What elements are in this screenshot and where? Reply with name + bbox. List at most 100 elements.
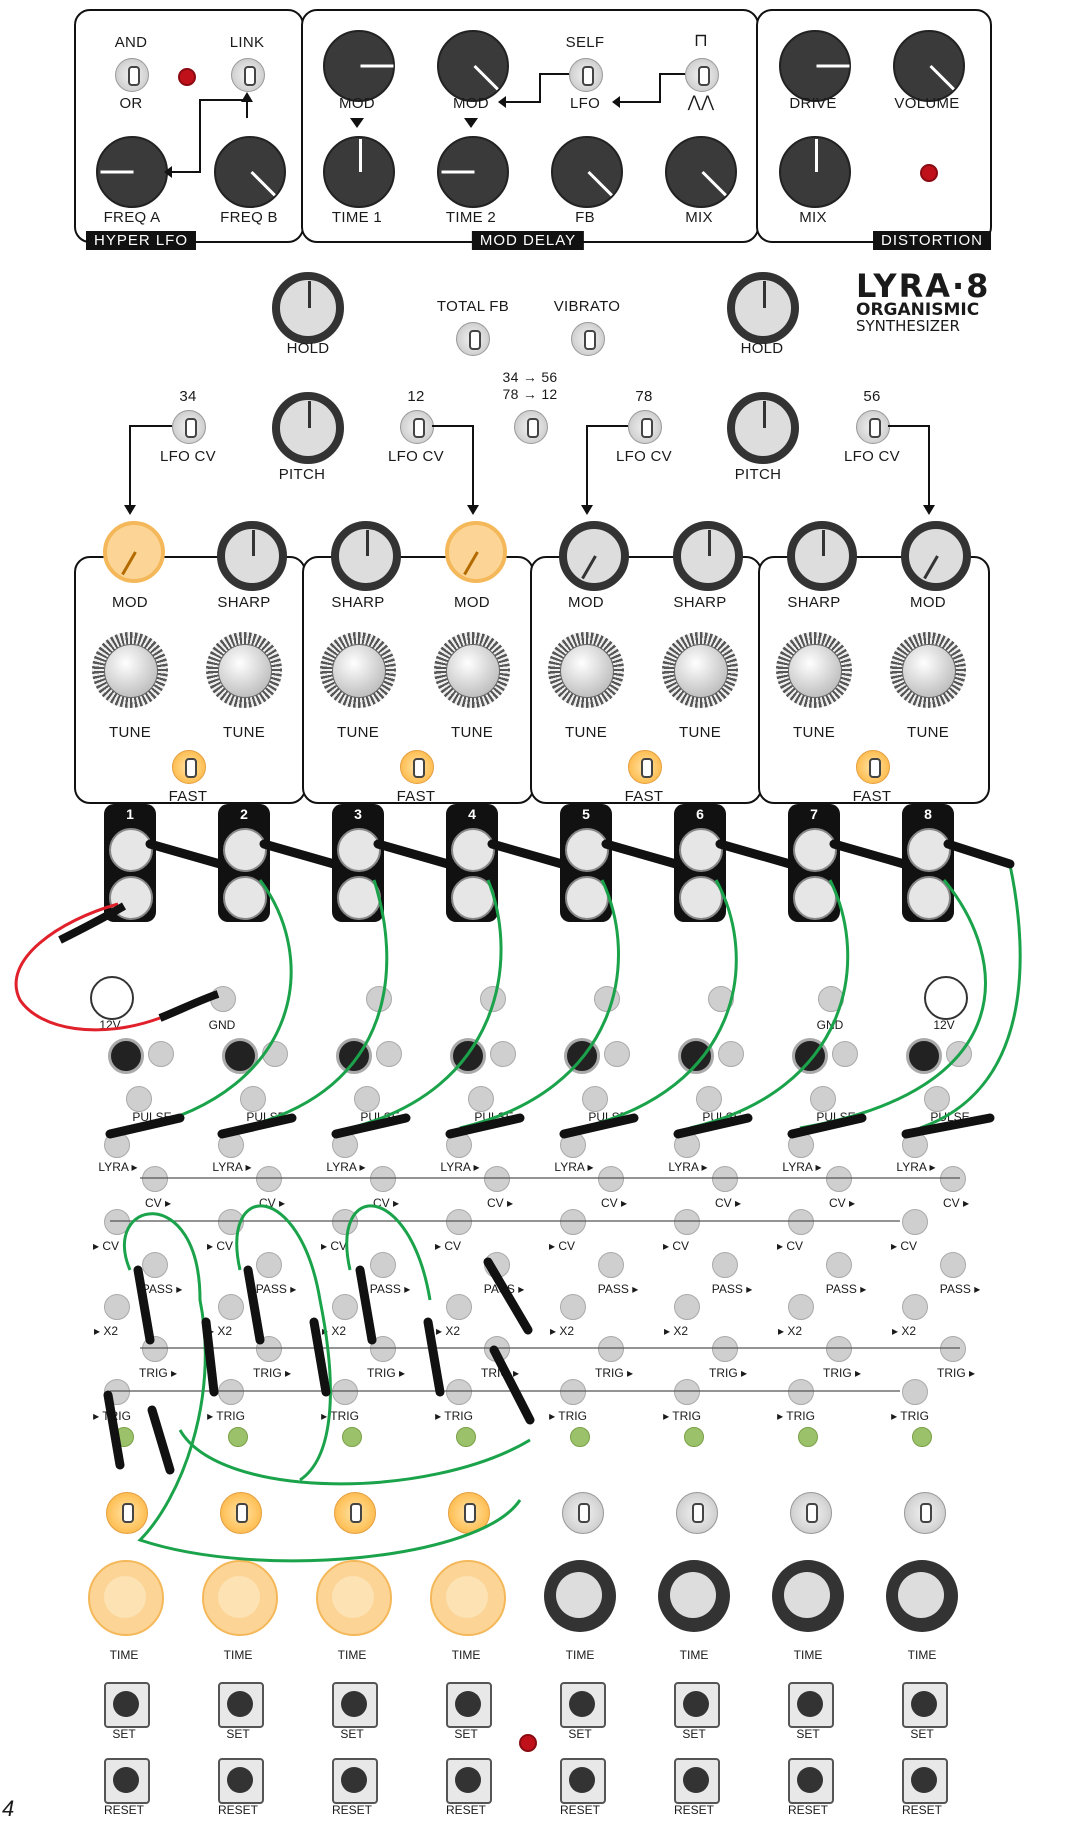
seq-switch-6[interactable] bbox=[676, 1492, 718, 1534]
total-fb-switch[interactable] bbox=[456, 322, 490, 356]
lfo-cv-switch-4[interactable] bbox=[856, 410, 890, 444]
tune-knob-7[interactable] bbox=[776, 632, 852, 708]
hold-knob-right[interactable] bbox=[727, 272, 799, 344]
voice1-jack-a[interactable] bbox=[109, 828, 153, 872]
seq-switch-2[interactable] bbox=[220, 1492, 262, 1534]
cv-in-dot-4[interactable] bbox=[446, 1209, 472, 1235]
time1-knob[interactable] bbox=[323, 136, 395, 208]
pass-dot-5[interactable] bbox=[598, 1252, 624, 1278]
x2-dot-5[interactable] bbox=[560, 1294, 586, 1320]
jack-side-dot-4[interactable] bbox=[490, 1041, 516, 1067]
mod-knob-2[interactable] bbox=[437, 30, 509, 102]
voice8-jack-a[interactable] bbox=[907, 828, 951, 872]
self-lfo-switch[interactable] bbox=[569, 58, 603, 92]
seq-switch-4[interactable] bbox=[448, 1492, 490, 1534]
voice3-mod-knob[interactable] bbox=[559, 521, 629, 591]
x2-dot-4[interactable] bbox=[446, 1294, 472, 1320]
cv-in-dot-8[interactable] bbox=[902, 1209, 928, 1235]
voice3-sharp-knob[interactable] bbox=[673, 521, 743, 591]
x2-dot-1[interactable] bbox=[104, 1294, 130, 1320]
and-or-switch[interactable] bbox=[115, 58, 149, 92]
jack-side-dot-1[interactable] bbox=[148, 1041, 174, 1067]
pulse-dot-8[interactable] bbox=[924, 1086, 950, 1112]
reset-button-8[interactable] bbox=[902, 1758, 948, 1804]
set-button-8[interactable] bbox=[902, 1682, 948, 1728]
time-knob-1[interactable] bbox=[88, 1560, 164, 1636]
trig-in-dot-4[interactable] bbox=[446, 1379, 472, 1405]
time-knob-5[interactable] bbox=[544, 1560, 616, 1632]
x2-dot-6[interactable] bbox=[674, 1294, 700, 1320]
x2-dot-7[interactable] bbox=[788, 1294, 814, 1320]
lfo-cv-switch-2[interactable] bbox=[400, 410, 434, 444]
routing-switch[interactable] bbox=[514, 410, 548, 444]
trig-out-dot-6[interactable] bbox=[712, 1336, 738, 1362]
voice3-jack-a[interactable] bbox=[337, 828, 381, 872]
volume-knob[interactable] bbox=[893, 30, 965, 102]
tune-knob-8[interactable] bbox=[890, 632, 966, 708]
freq-a-knob[interactable] bbox=[96, 136, 168, 208]
lfo-cv-switch-1[interactable] bbox=[172, 410, 206, 444]
trig-in-dot-5[interactable] bbox=[560, 1379, 586, 1405]
voice8-jack-b[interactable] bbox=[907, 876, 951, 920]
x2-dot-8[interactable] bbox=[902, 1294, 928, 1320]
jack-3[interactable] bbox=[336, 1038, 372, 1074]
fb-knob[interactable] bbox=[551, 136, 623, 208]
12v-terminal-right[interactable] bbox=[924, 976, 968, 1020]
time-knob-4[interactable] bbox=[430, 1560, 506, 1636]
voice2-jack-b[interactable] bbox=[223, 876, 267, 920]
lfo-cv-switch-3[interactable] bbox=[628, 410, 662, 444]
trig-in-dot-6[interactable] bbox=[674, 1379, 700, 1405]
reset-button-2[interactable] bbox=[218, 1758, 264, 1804]
voice5-jack-a[interactable] bbox=[565, 828, 609, 872]
jack-side-dot-3[interactable] bbox=[376, 1041, 402, 1067]
jack-side-dot-6[interactable] bbox=[718, 1041, 744, 1067]
12v-terminal-left[interactable] bbox=[90, 976, 134, 1020]
set-button-1[interactable] bbox=[104, 1682, 150, 1728]
fast-switch-3[interactable] bbox=[628, 750, 662, 784]
trig-in-dot-3[interactable] bbox=[332, 1379, 358, 1405]
trig-out-dot-8[interactable] bbox=[940, 1336, 966, 1362]
voice2-mod-knob[interactable] bbox=[445, 521, 507, 583]
pulse-dot-3[interactable] bbox=[354, 1086, 380, 1112]
pass-dot-6[interactable] bbox=[712, 1252, 738, 1278]
time-knob-7[interactable] bbox=[772, 1560, 844, 1632]
vibrato-switch[interactable] bbox=[571, 322, 605, 356]
time2-knob[interactable] bbox=[437, 136, 509, 208]
voice1-sharp-knob[interactable] bbox=[217, 521, 287, 591]
seq-switch-3[interactable] bbox=[334, 1492, 376, 1534]
pass-dot-2[interactable] bbox=[256, 1252, 282, 1278]
voice4-jack-a[interactable] bbox=[451, 828, 495, 872]
pitch-knob-right[interactable] bbox=[727, 392, 799, 464]
cv-in-dot-7[interactable] bbox=[788, 1209, 814, 1235]
trig-out-dot-5[interactable] bbox=[598, 1336, 624, 1362]
mix-knob[interactable] bbox=[665, 136, 737, 208]
hold-knob-left[interactable] bbox=[272, 272, 344, 344]
reset-button-7[interactable] bbox=[788, 1758, 834, 1804]
pass-dot-3[interactable] bbox=[370, 1252, 396, 1278]
voice2-jack-a[interactable] bbox=[223, 828, 267, 872]
jack-side-dot-5[interactable] bbox=[604, 1041, 630, 1067]
x2-dot-2[interactable] bbox=[218, 1294, 244, 1320]
trig-in-dot-7[interactable] bbox=[788, 1379, 814, 1405]
pulse-dot-7[interactable] bbox=[810, 1086, 836, 1112]
tune-knob-5[interactable] bbox=[548, 632, 624, 708]
voice1-mod-knob[interactable] bbox=[103, 521, 165, 583]
reset-button-1[interactable] bbox=[104, 1758, 150, 1804]
pulse-dot-1[interactable] bbox=[126, 1086, 152, 1112]
cv-out-dot-4[interactable] bbox=[484, 1166, 510, 1192]
cv-out-dot-8[interactable] bbox=[940, 1166, 966, 1192]
time-knob-8[interactable] bbox=[886, 1560, 958, 1632]
seq-switch-5[interactable] bbox=[562, 1492, 604, 1534]
tune-knob-6[interactable] bbox=[662, 632, 738, 708]
cv-out-dot-7[interactable] bbox=[826, 1166, 852, 1192]
seq-switch-8[interactable] bbox=[904, 1492, 946, 1534]
voice7-jack-a[interactable] bbox=[793, 828, 837, 872]
voice4-jack-b[interactable] bbox=[451, 876, 495, 920]
cv-in-dot-5[interactable] bbox=[560, 1209, 586, 1235]
cv-out-dot-2[interactable] bbox=[256, 1166, 282, 1192]
pulse-dot-4[interactable] bbox=[468, 1086, 494, 1112]
jack-side-dot-7[interactable] bbox=[832, 1041, 858, 1067]
voice4-sharp-knob[interactable] bbox=[787, 521, 857, 591]
cv-out-dot-5[interactable] bbox=[598, 1166, 624, 1192]
time-knob-6[interactable] bbox=[658, 1560, 730, 1632]
